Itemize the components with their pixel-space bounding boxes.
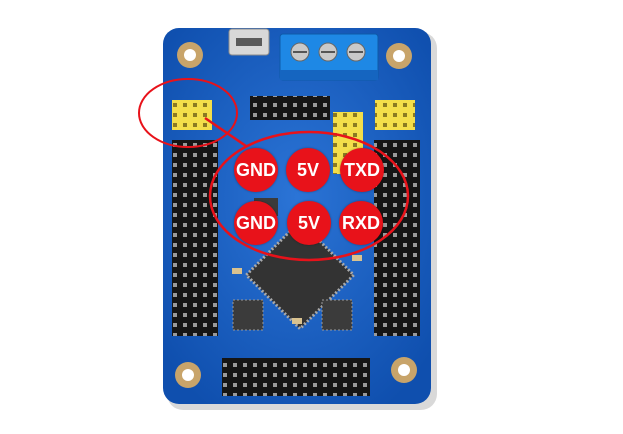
mounting-hole-tl — [177, 42, 203, 68]
servo-headers-left — [172, 140, 218, 336]
serial-header — [250, 96, 330, 120]
pin-badge-5v-top: 5V — [286, 148, 330, 192]
mounting-hole-tr — [386, 43, 412, 69]
pin-badge-rxd: RXD — [339, 201, 383, 245]
pin-badge-txd: TXD — [340, 148, 384, 192]
pin-badge-gnd-top: GND — [234, 148, 278, 192]
mounting-hole-br — [391, 357, 417, 383]
yellow-header-right — [375, 100, 415, 130]
yellow-header-left — [172, 100, 212, 130]
highlight-circle-large — [208, 130, 410, 262]
servo-headers-bottom — [222, 358, 370, 396]
pin-badge-gnd-bottom: GND — [234, 201, 278, 245]
smd-component — [232, 268, 242, 274]
highlight-pointer — [204, 116, 247, 148]
smd-component — [352, 255, 362, 261]
screw-terminal — [279, 33, 379, 81]
usb-connector — [228, 28, 270, 56]
ic-chip-right — [321, 299, 353, 331]
mounting-hole-bl — [175, 362, 201, 388]
highlight-circle-small — [138, 78, 238, 148]
pin-badge-5v-bottom: 5V — [287, 201, 331, 245]
smd-component — [292, 318, 302, 324]
ic-chip-left — [232, 299, 264, 331]
